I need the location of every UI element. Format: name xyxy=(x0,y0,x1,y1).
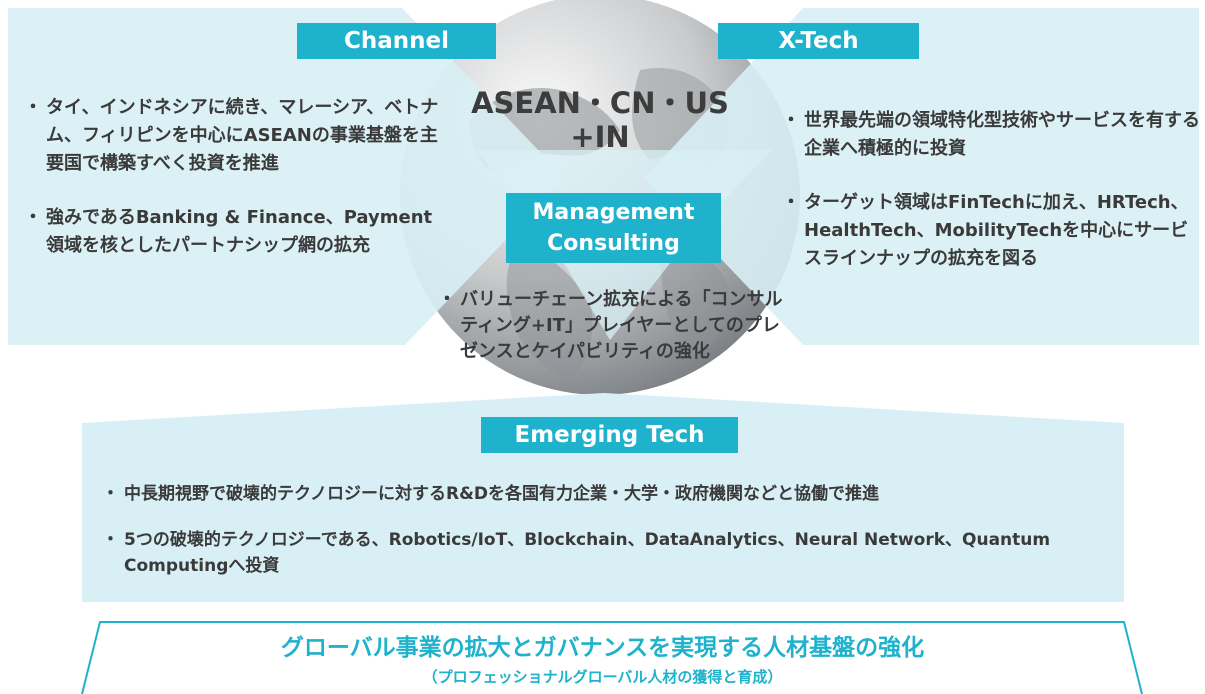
emerging-bullets: 中長期視野で破壊的テクノロジーに対するR&Dを各国有力企業・大学・政府機関などと… xyxy=(102,481,1114,579)
bottom-frame xyxy=(81,621,1143,694)
bottom-subtitle: （プロフェッショナルグローバル人材の獲得と育成） xyxy=(422,668,783,686)
channel-bullets: タイ、インドネシアに続き、マレーシア、ベトナム、フィリピンを中心にASEANの事… xyxy=(24,94,442,260)
region-title: ASEAN・CN・US +IN xyxy=(420,86,780,154)
region-title-line2: +IN xyxy=(570,120,630,154)
channel-label: Channel xyxy=(297,23,496,59)
management-label: Management Consulting xyxy=(506,193,721,263)
channel-bullet-2: 強みであるBanking & Finance、Payment領域を核としたパート… xyxy=(24,204,442,260)
channel-bullet-1: タイ、インドネシアに続き、マレーシア、ベトナム、フィリピンを中心にASEANの事… xyxy=(24,94,442,178)
xtech-bullets: 世界最先端の領域特化型技術やサービスを有する企業へ積極的に投資 ターゲット領域は… xyxy=(782,107,1204,273)
bottom-title: グローバル事業の拡大とガバナンスを実現する人材基盤の強化 xyxy=(280,635,925,661)
xtech-bullet-2: ターゲット領域はFinTechに加え、HRTech、HealthTech、Mob… xyxy=(782,189,1204,273)
xtech-bullet-1: 世界最先端の領域特化型技術やサービスを有する企業へ積極的に投資 xyxy=(782,107,1204,163)
emerging-bullet-2: 5つの破壊的テクノロジーである、Robotics/IoT、Blockchain、… xyxy=(102,527,1114,579)
management-bullets: バリューチェーン拡充による「コンサルティング+IT」プレイヤーとしてのプレゼンス… xyxy=(438,287,792,365)
management-bullet-1: バリューチェーン拡充による「コンサルティング+IT」プレイヤーとしてのプレゼンス… xyxy=(438,287,792,365)
region-title-line1: ASEAN・CN・US xyxy=(471,86,729,120)
emerging-bullet-1: 中長期視野で破壊的テクノロジーに対するR&Dを各国有力企業・大学・政府機関などと… xyxy=(102,481,1114,507)
emerging-label: Emerging Tech xyxy=(481,417,738,453)
xtech-label: X-Tech xyxy=(718,23,919,59)
management-label-line2: Consulting xyxy=(547,231,680,256)
management-label-line1: Management xyxy=(532,200,695,225)
